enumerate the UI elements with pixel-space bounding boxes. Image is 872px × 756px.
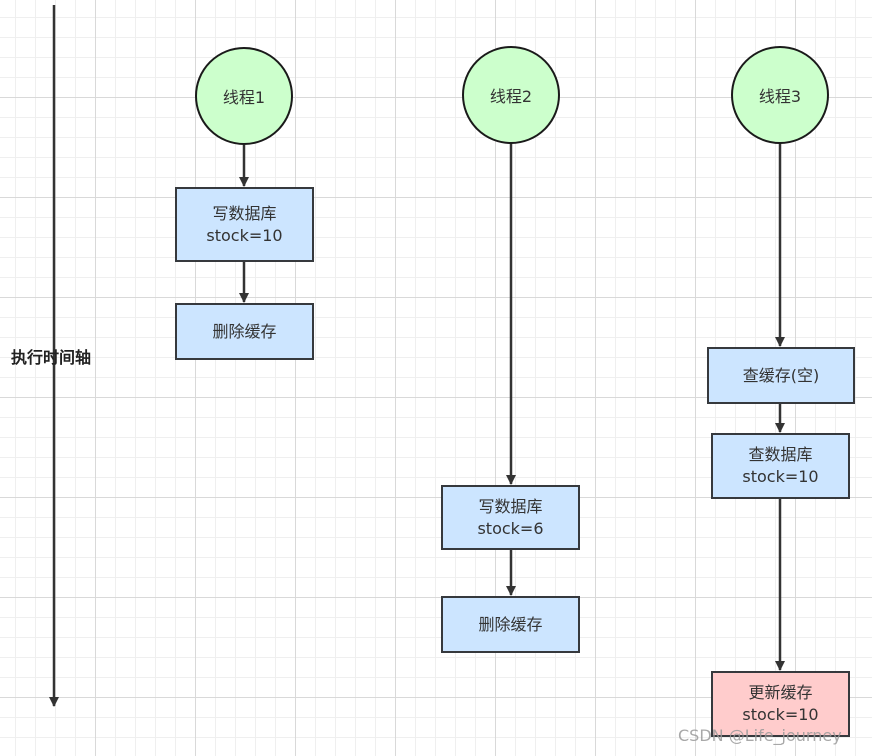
thread-3-update-cache-box: 更新缓存 stock=10 (711, 671, 850, 737)
thread-2-write-db-line1: 写数据库 (478, 496, 543, 516)
thread-1-write-db-box: 写数据库 stock=10 (175, 187, 314, 262)
thread-2-delete-cache-box: 删除缓存 (441, 596, 580, 653)
thread-1-delete-cache-label: 删除缓存 (212, 321, 277, 341)
thread-2-delete-cache-label: 删除缓存 (478, 614, 543, 634)
thread-1-node: 线程1 (195, 47, 293, 145)
time-axis-label: 执行时间轴 (11, 348, 92, 367)
thread-3-node: 线程3 (731, 46, 829, 144)
thread-3-check-cache-label: 查缓存(空) (742, 365, 820, 385)
thread-3-query-db-line1: 查数据库 (748, 445, 813, 464)
thread-2-write-db-box: 写数据库 stock=6 (441, 485, 580, 550)
thread-3-check-cache-box: 查缓存(空) (707, 347, 855, 404)
thread-1-write-db-line1: 写数据库 (212, 203, 277, 223)
thread-3-query-db-line2: stock=10 (742, 467, 819, 486)
thread-3-update-cache-line2: stock=10 (742, 705, 819, 724)
thread-2-label: 线程2 (489, 87, 533, 106)
thread-2-write-db-line2: stock=6 (477, 518, 544, 538)
watermark: CSDN @Life_journey (678, 726, 842, 745)
thread-1-delete-cache-box: 删除缓存 (175, 303, 314, 360)
thread-1-label: 线程1 (222, 88, 266, 107)
thread-3-query-db-box: 查数据库 stock=10 (711, 433, 850, 499)
thread-3-label: 线程3 (758, 87, 802, 106)
thread-3-update-cache-line1: 更新缓存 (748, 683, 813, 702)
thread-1-write-db-line2: stock=10 (206, 225, 283, 245)
thread-2-node: 线程2 (462, 46, 560, 144)
